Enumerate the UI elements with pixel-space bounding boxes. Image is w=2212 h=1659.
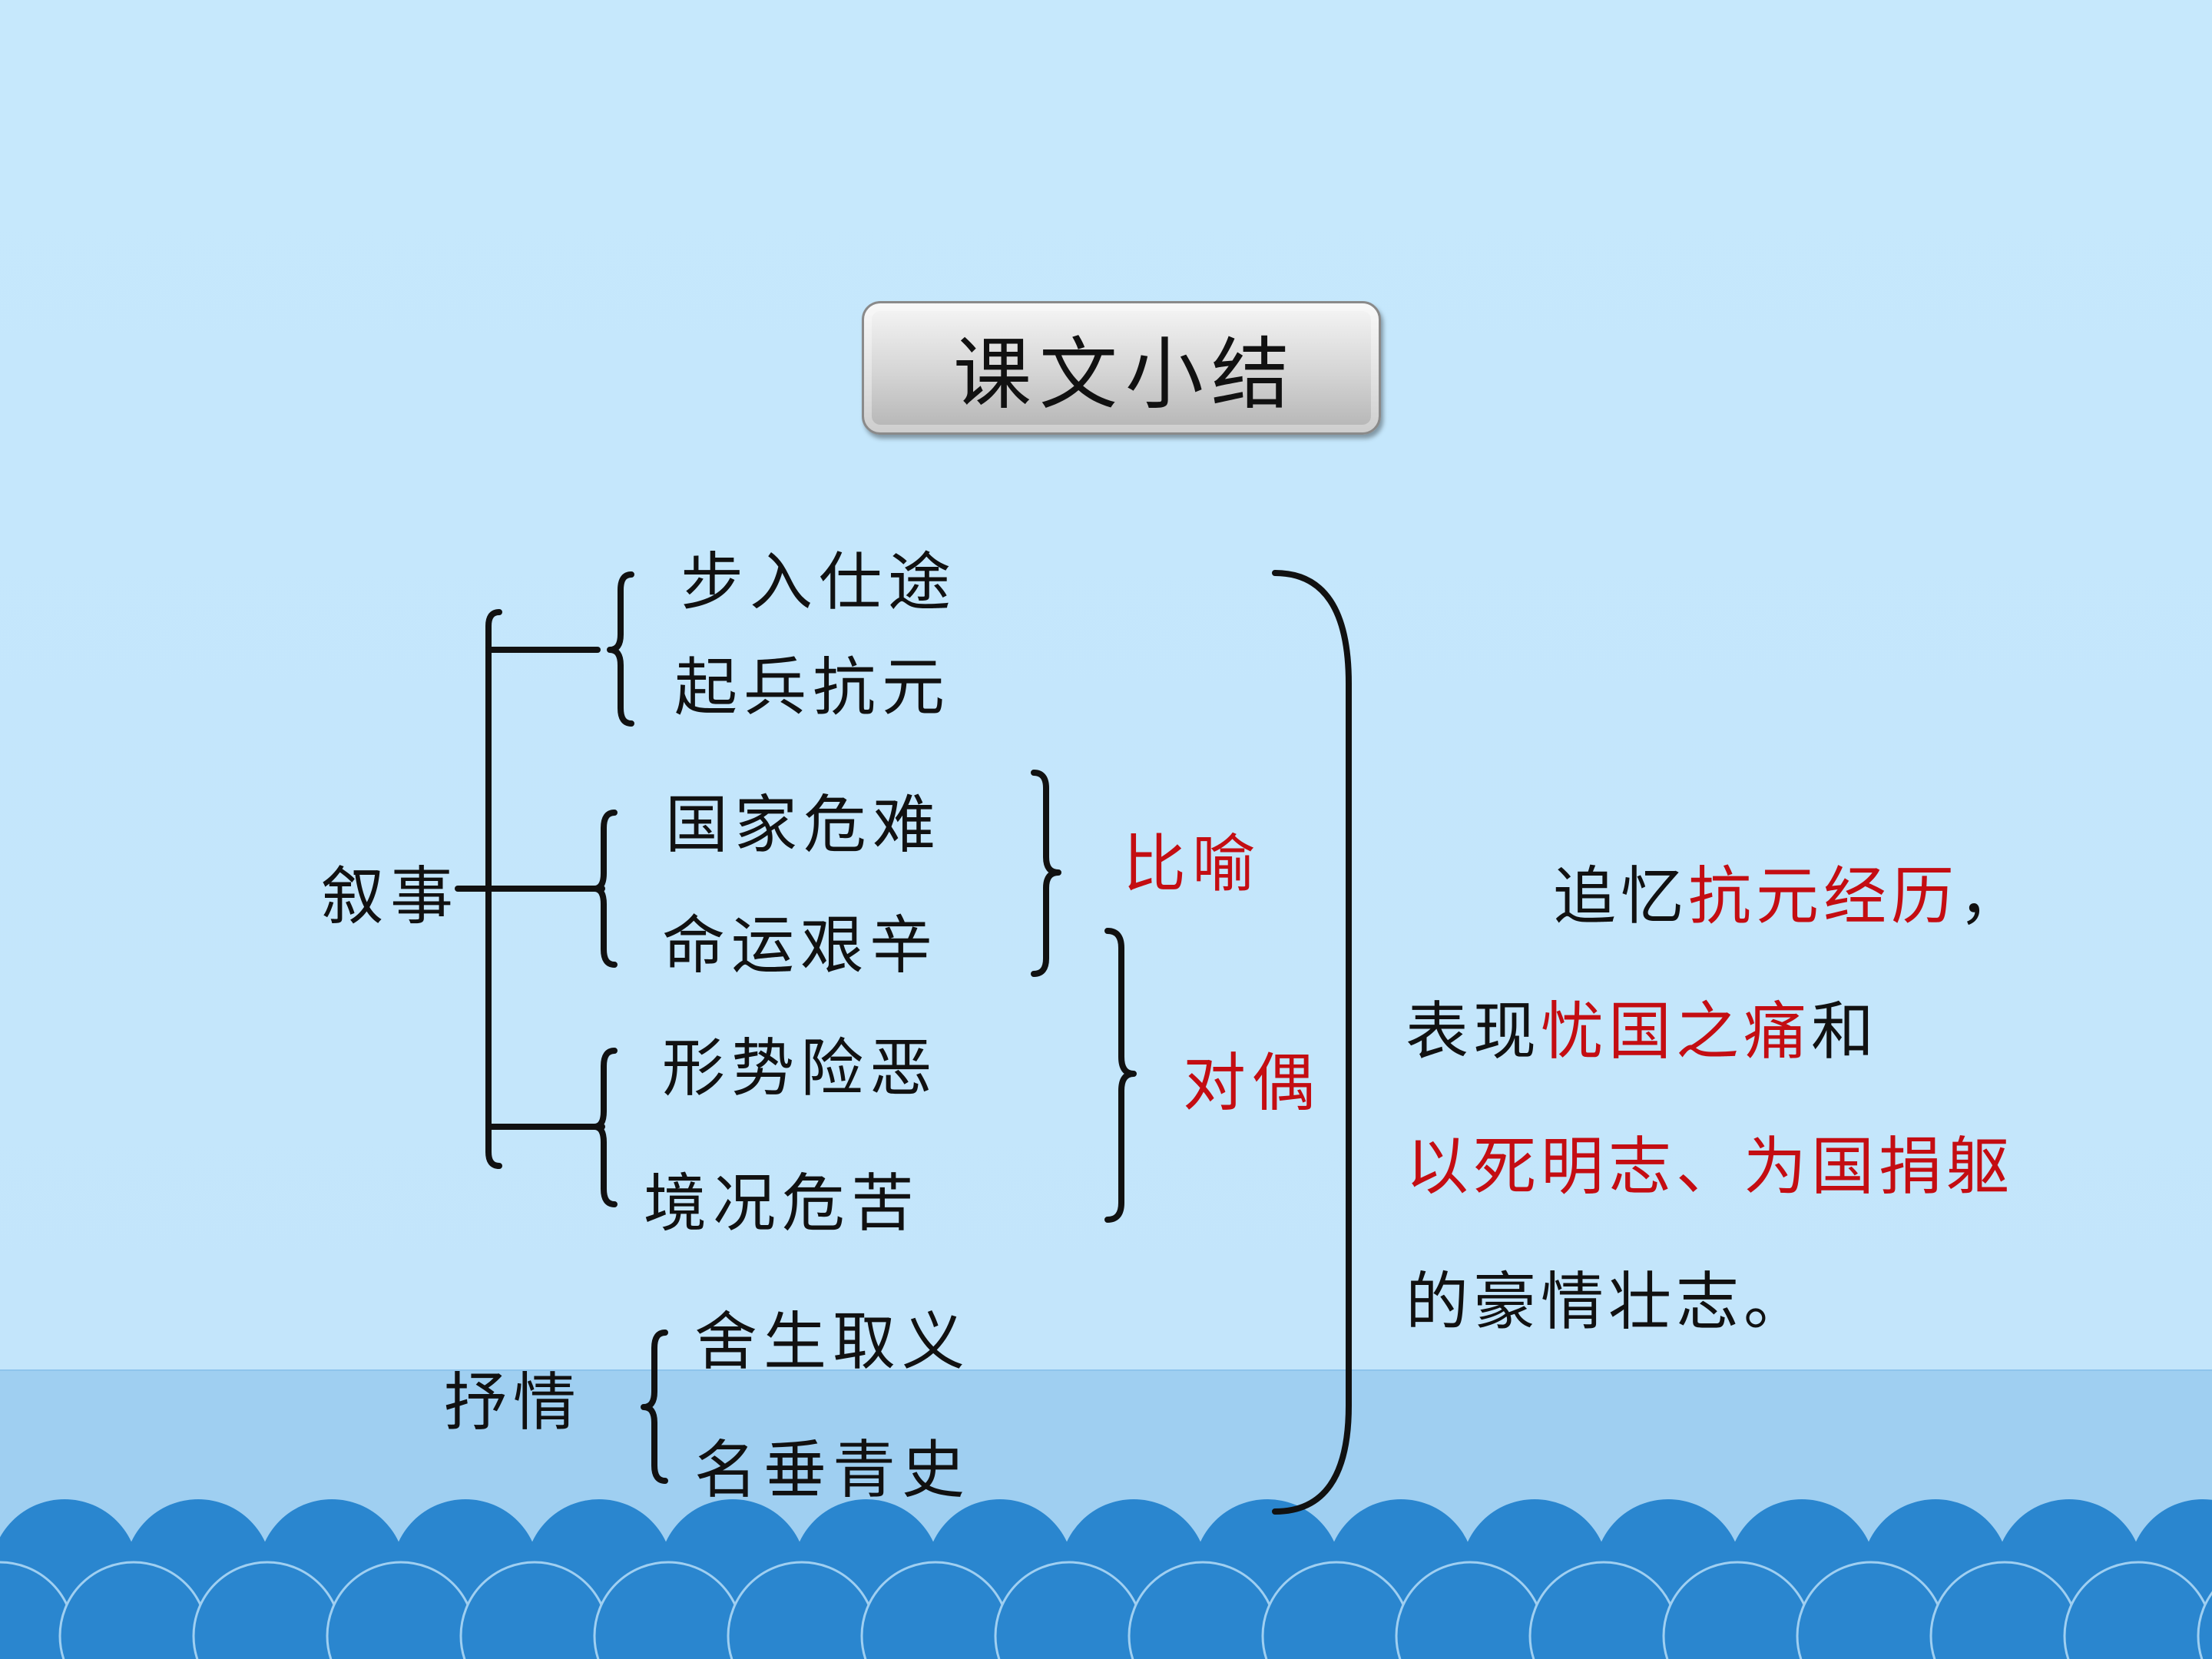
item-b2: 命运艰辛 bbox=[662, 909, 939, 982]
item-c1: 形势险恶 bbox=[662, 1032, 939, 1105]
summary-big-bracket bbox=[1272, 570, 1352, 1515]
page-title: 课文小结 bbox=[953, 329, 1297, 421]
device-antithesis: 对偶 bbox=[1183, 1047, 1322, 1120]
summary-text-3: 表现 bbox=[1406, 995, 1541, 1068]
summary-text-1: 追忆 bbox=[1553, 860, 1689, 933]
brace-a bbox=[607, 571, 634, 727]
summary-highlight-1: 抗元经历 bbox=[1688, 860, 1959, 933]
item-d2: 名垂青史 bbox=[694, 1434, 972, 1507]
wave-decoration bbox=[0, 1499, 2212, 1659]
label-narrative: 叙事 bbox=[321, 860, 460, 933]
brace-antithesis bbox=[1104, 928, 1137, 1223]
item-a1: 步入仕途 bbox=[680, 546, 958, 619]
summary-text-4: 和 bbox=[1811, 995, 1879, 1068]
label-lyric: 抒情 bbox=[444, 1366, 583, 1439]
brace-c bbox=[591, 1048, 618, 1207]
brace-metaphor bbox=[1031, 770, 1061, 977]
wave-arc bbox=[2197, 1591, 2212, 1659]
item-a2: 起兵抗元 bbox=[674, 651, 952, 724]
item-b1: 国家危难 bbox=[665, 789, 942, 862]
device-metaphor: 比喻 bbox=[1123, 828, 1262, 901]
summary-highlight-2: 忧国之痛 bbox=[1541, 995, 1812, 1068]
summary-text-5: 的豪情壮志。 bbox=[1406, 1266, 1812, 1339]
brace-d bbox=[641, 1330, 668, 1484]
item-c2: 境况危苦 bbox=[644, 1167, 921, 1240]
summary-text-2: ， bbox=[1959, 860, 2027, 933]
summary-paragraph: 追忆抗元经历， 表现忧国之痛和以死明志、为国捐躯 的豪情壮志。 bbox=[1406, 830, 2043, 1370]
item-d1: 舍生取义 bbox=[694, 1306, 972, 1379]
summary-highlight-3: 以死明志、为国捐躯 bbox=[1406, 1131, 2015, 1204]
wave-arc bbox=[2063, 1561, 2212, 1659]
sky-background bbox=[0, 0, 2212, 1371]
brace-b bbox=[591, 810, 618, 968]
title-box: 课文小结 bbox=[862, 301, 1381, 435]
